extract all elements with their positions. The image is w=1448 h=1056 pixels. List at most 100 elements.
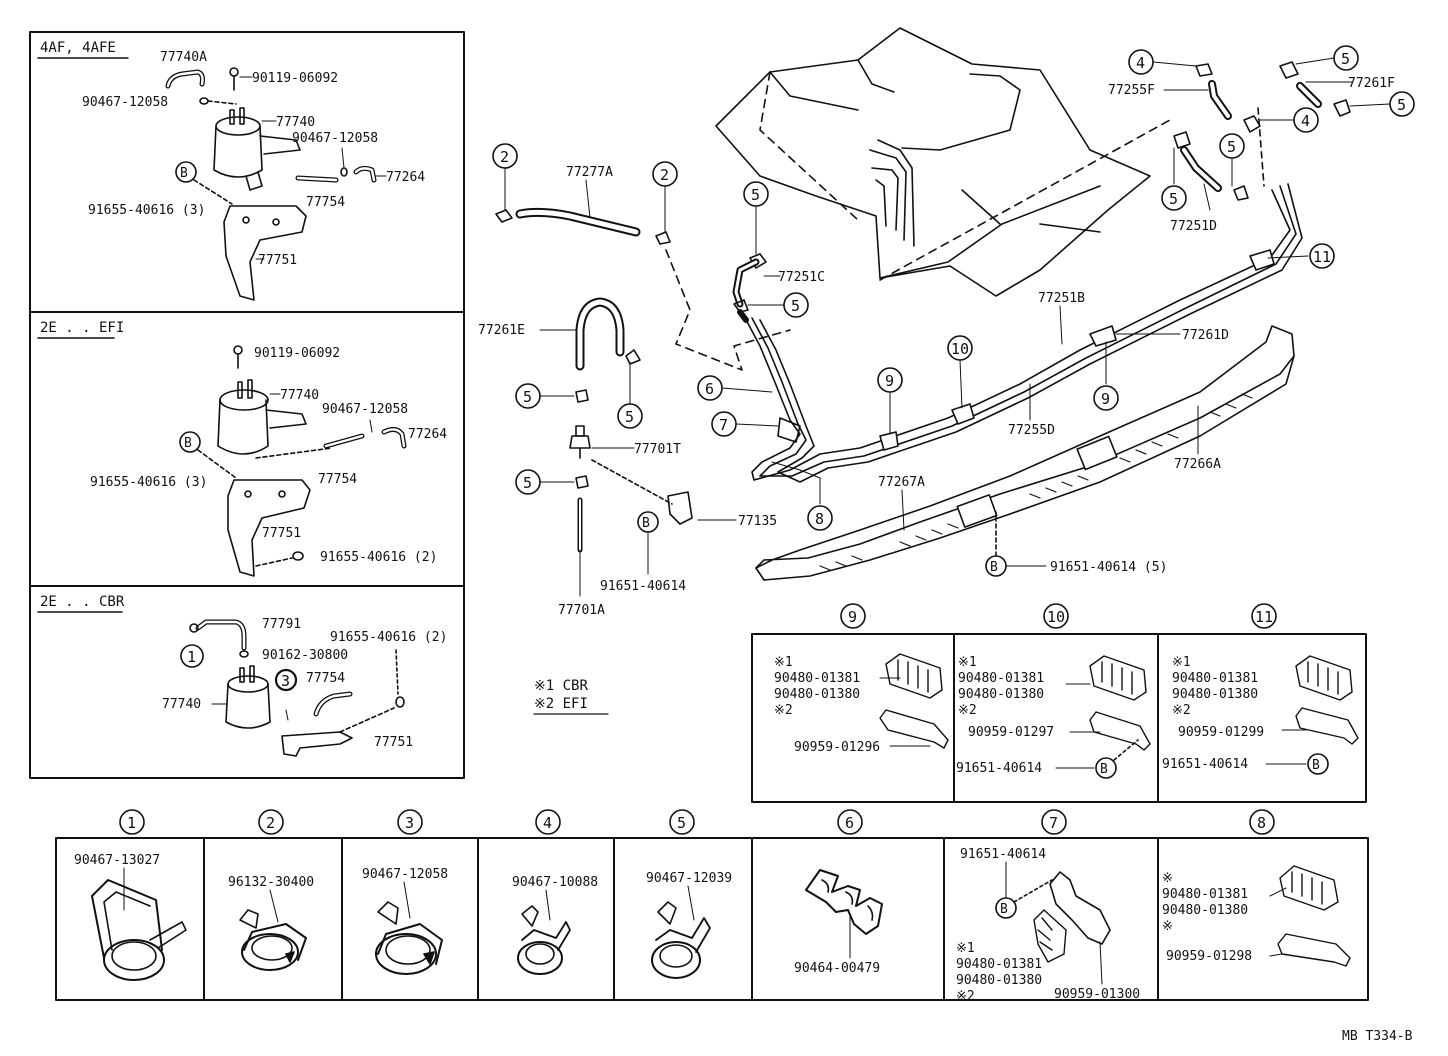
bottom-box-8-mark-2: ※: [1162, 919, 1173, 934]
box-9-part-2: 90480-01380: [774, 687, 860, 702]
panel-2e-cbr: 2E . . CBR 77791 1 90162-30800 91655-406…: [37, 594, 447, 757]
callout-b: [175, 161, 197, 183]
label-77267A: 77267A: [878, 475, 925, 490]
bottom-box-5-number: 5: [677, 814, 686, 832]
clamp-detail-panel: 9 10 11 ※1 90480-01381 90480-01380 ※2 90…: [751, 603, 1367, 803]
bottom-box-8-part-3: 90959-01298: [1166, 949, 1252, 964]
box-11-part-4: 91651-40614: [1162, 757, 1248, 772]
callout-5: 5: [1227, 138, 1236, 156]
box-10-mark-2: ※2: [958, 703, 977, 718]
box-11-part-2: 90480-01380: [1172, 687, 1258, 702]
callout-4: 4: [1301, 112, 1310, 130]
label-91651-40614-a: 91651-40614: [600, 579, 686, 594]
center-hoses: 2 77277A 2 5 77251C 5 77261E 5 5: [478, 143, 825, 618]
tube-clamp-7-icon: [1033, 871, 1111, 963]
callout-b-letter: B: [1312, 758, 1320, 773]
bottom-box-8-mark-1: ※: [1162, 871, 1173, 886]
box-11-part-1: 90480-01381: [1172, 671, 1258, 686]
callout-6: 6: [705, 380, 714, 398]
bottom-box-7-part-1: 90480-01381: [956, 957, 1042, 972]
label-77701A: 77701A: [558, 603, 605, 618]
bracket-77751-efi: [227, 479, 311, 577]
section-title-2e-cbr: 2E . . CBR: [40, 594, 125, 610]
box-9-mark-2: ※2: [774, 703, 793, 718]
charcoal-canister-cbr: [225, 665, 271, 729]
callout-b-letter: B: [184, 436, 192, 451]
callout-5: 5: [751, 186, 760, 204]
bottom-box-3-number: 3: [405, 814, 414, 832]
bottom-box-8-part-2: 90480-01380: [1162, 903, 1248, 918]
label-91655-40616-b: 91655-40616 (3): [90, 475, 207, 490]
label-77277A: 77277A: [566, 165, 613, 180]
box-11-mark-1: ※1: [1172, 655, 1191, 670]
callout-5: 5: [523, 388, 532, 406]
box-9-mark-1: ※1: [774, 655, 793, 670]
box-9-part-3: 90959-01296: [794, 740, 880, 755]
bottom-box-7-part-3: 90959-01300: [1054, 987, 1140, 1002]
callout-b-letter: B: [180, 166, 188, 181]
bottom-box-7-number: 7: [1049, 814, 1058, 832]
box-10-number: 10: [1047, 608, 1065, 626]
label-90467-12058-c: 90467-12058: [322, 402, 408, 417]
label-77261D: 77261D: [1182, 328, 1229, 343]
label-91655-40616-d: 91655-40616 (2): [330, 630, 447, 645]
bottom-box-1-number: 1: [127, 814, 136, 832]
label-77751-a: 77751: [258, 253, 297, 268]
callout-b-letter: B: [990, 560, 998, 575]
hose-clamp-2-icon: [239, 909, 307, 971]
label-77754-b: 77754: [318, 472, 357, 487]
callout-5: 5: [1397, 96, 1406, 114]
bottom-box-7-part-top: 91651-40614: [960, 847, 1046, 862]
label-77251D: 77251D: [1170, 219, 1217, 234]
label-77751-c: 77751: [374, 735, 413, 750]
hose-clamp-4-icon: [517, 905, 571, 975]
fuel-tube-protectors: [755, 325, 1295, 581]
callout-10: 10: [951, 340, 969, 358]
callout-4: 4: [1136, 54, 1145, 72]
label-77261F: 77261F: [1348, 76, 1395, 91]
bottom-box-6-number: 6: [845, 814, 854, 832]
tube-clamp-6-icon: [805, 869, 883, 935]
fuel-tank: [715, 27, 1171, 297]
hose-clamp-5-icon: [651, 901, 711, 979]
hose-clamp-3-icon: [375, 901, 443, 975]
charcoal-canister-4af: [213, 107, 301, 191]
box-10-part-2: 90480-01380: [958, 687, 1044, 702]
callout-b-letter: B: [642, 516, 650, 531]
label-91655-40616-c: 91655-40616 (2): [320, 550, 437, 565]
label-77266A: 77266A: [1174, 457, 1221, 472]
callout-b-letter: B: [1000, 902, 1008, 917]
fuel-lines: [737, 183, 1303, 483]
callout-b-letter: B: [1100, 762, 1108, 777]
label-77754-a: 77754: [306, 195, 345, 210]
bottom-box-4-number: 4: [543, 814, 552, 832]
callout-5: 5: [1341, 50, 1350, 68]
label-77751-b: 77751: [262, 526, 301, 541]
bottom-box-7-mark-2: ※2: [956, 989, 975, 1004]
legend-note-1: ※1 CBR: [534, 678, 588, 694]
label-77701T: 77701T: [634, 442, 681, 457]
charcoal-canister-efi: [217, 379, 307, 455]
section-title-4af: 4AF, 4AFE: [40, 40, 116, 56]
label-77255F: 77255F: [1108, 83, 1155, 98]
bracket-77751-4af: [223, 205, 307, 301]
box-11-part-3: 90959-01299: [1178, 725, 1264, 740]
box-10-part-3: 90959-01297: [968, 725, 1054, 740]
callout-3: 3: [281, 672, 290, 690]
line-clamps-center: 6 7 8 9 10 9 11: [697, 243, 1335, 531]
label-77754-c: 77754: [306, 671, 345, 686]
bottom-box-5-part: 90467-12039: [646, 871, 732, 886]
bottom-box-8-part-1: 90480-01381: [1162, 887, 1248, 902]
callout-9: 9: [885, 372, 894, 390]
callout-7: 7: [719, 416, 728, 434]
box-10-part-1: 90480-01381: [958, 671, 1044, 686]
callout-5: 5: [791, 297, 800, 315]
label-77255D: 77255D: [1008, 423, 1055, 438]
callout-5: 5: [523, 474, 532, 492]
legend-note-2: ※2 EFI: [534, 696, 588, 712]
hose-clamp-1-icon: [91, 879, 187, 981]
bottom-box-3-part: 90467-12058: [362, 867, 448, 882]
panel-4af: 4AF, 4AFE 77740A 90119-06092 90467-12058…: [37, 40, 425, 301]
callout-2: 2: [500, 148, 509, 166]
